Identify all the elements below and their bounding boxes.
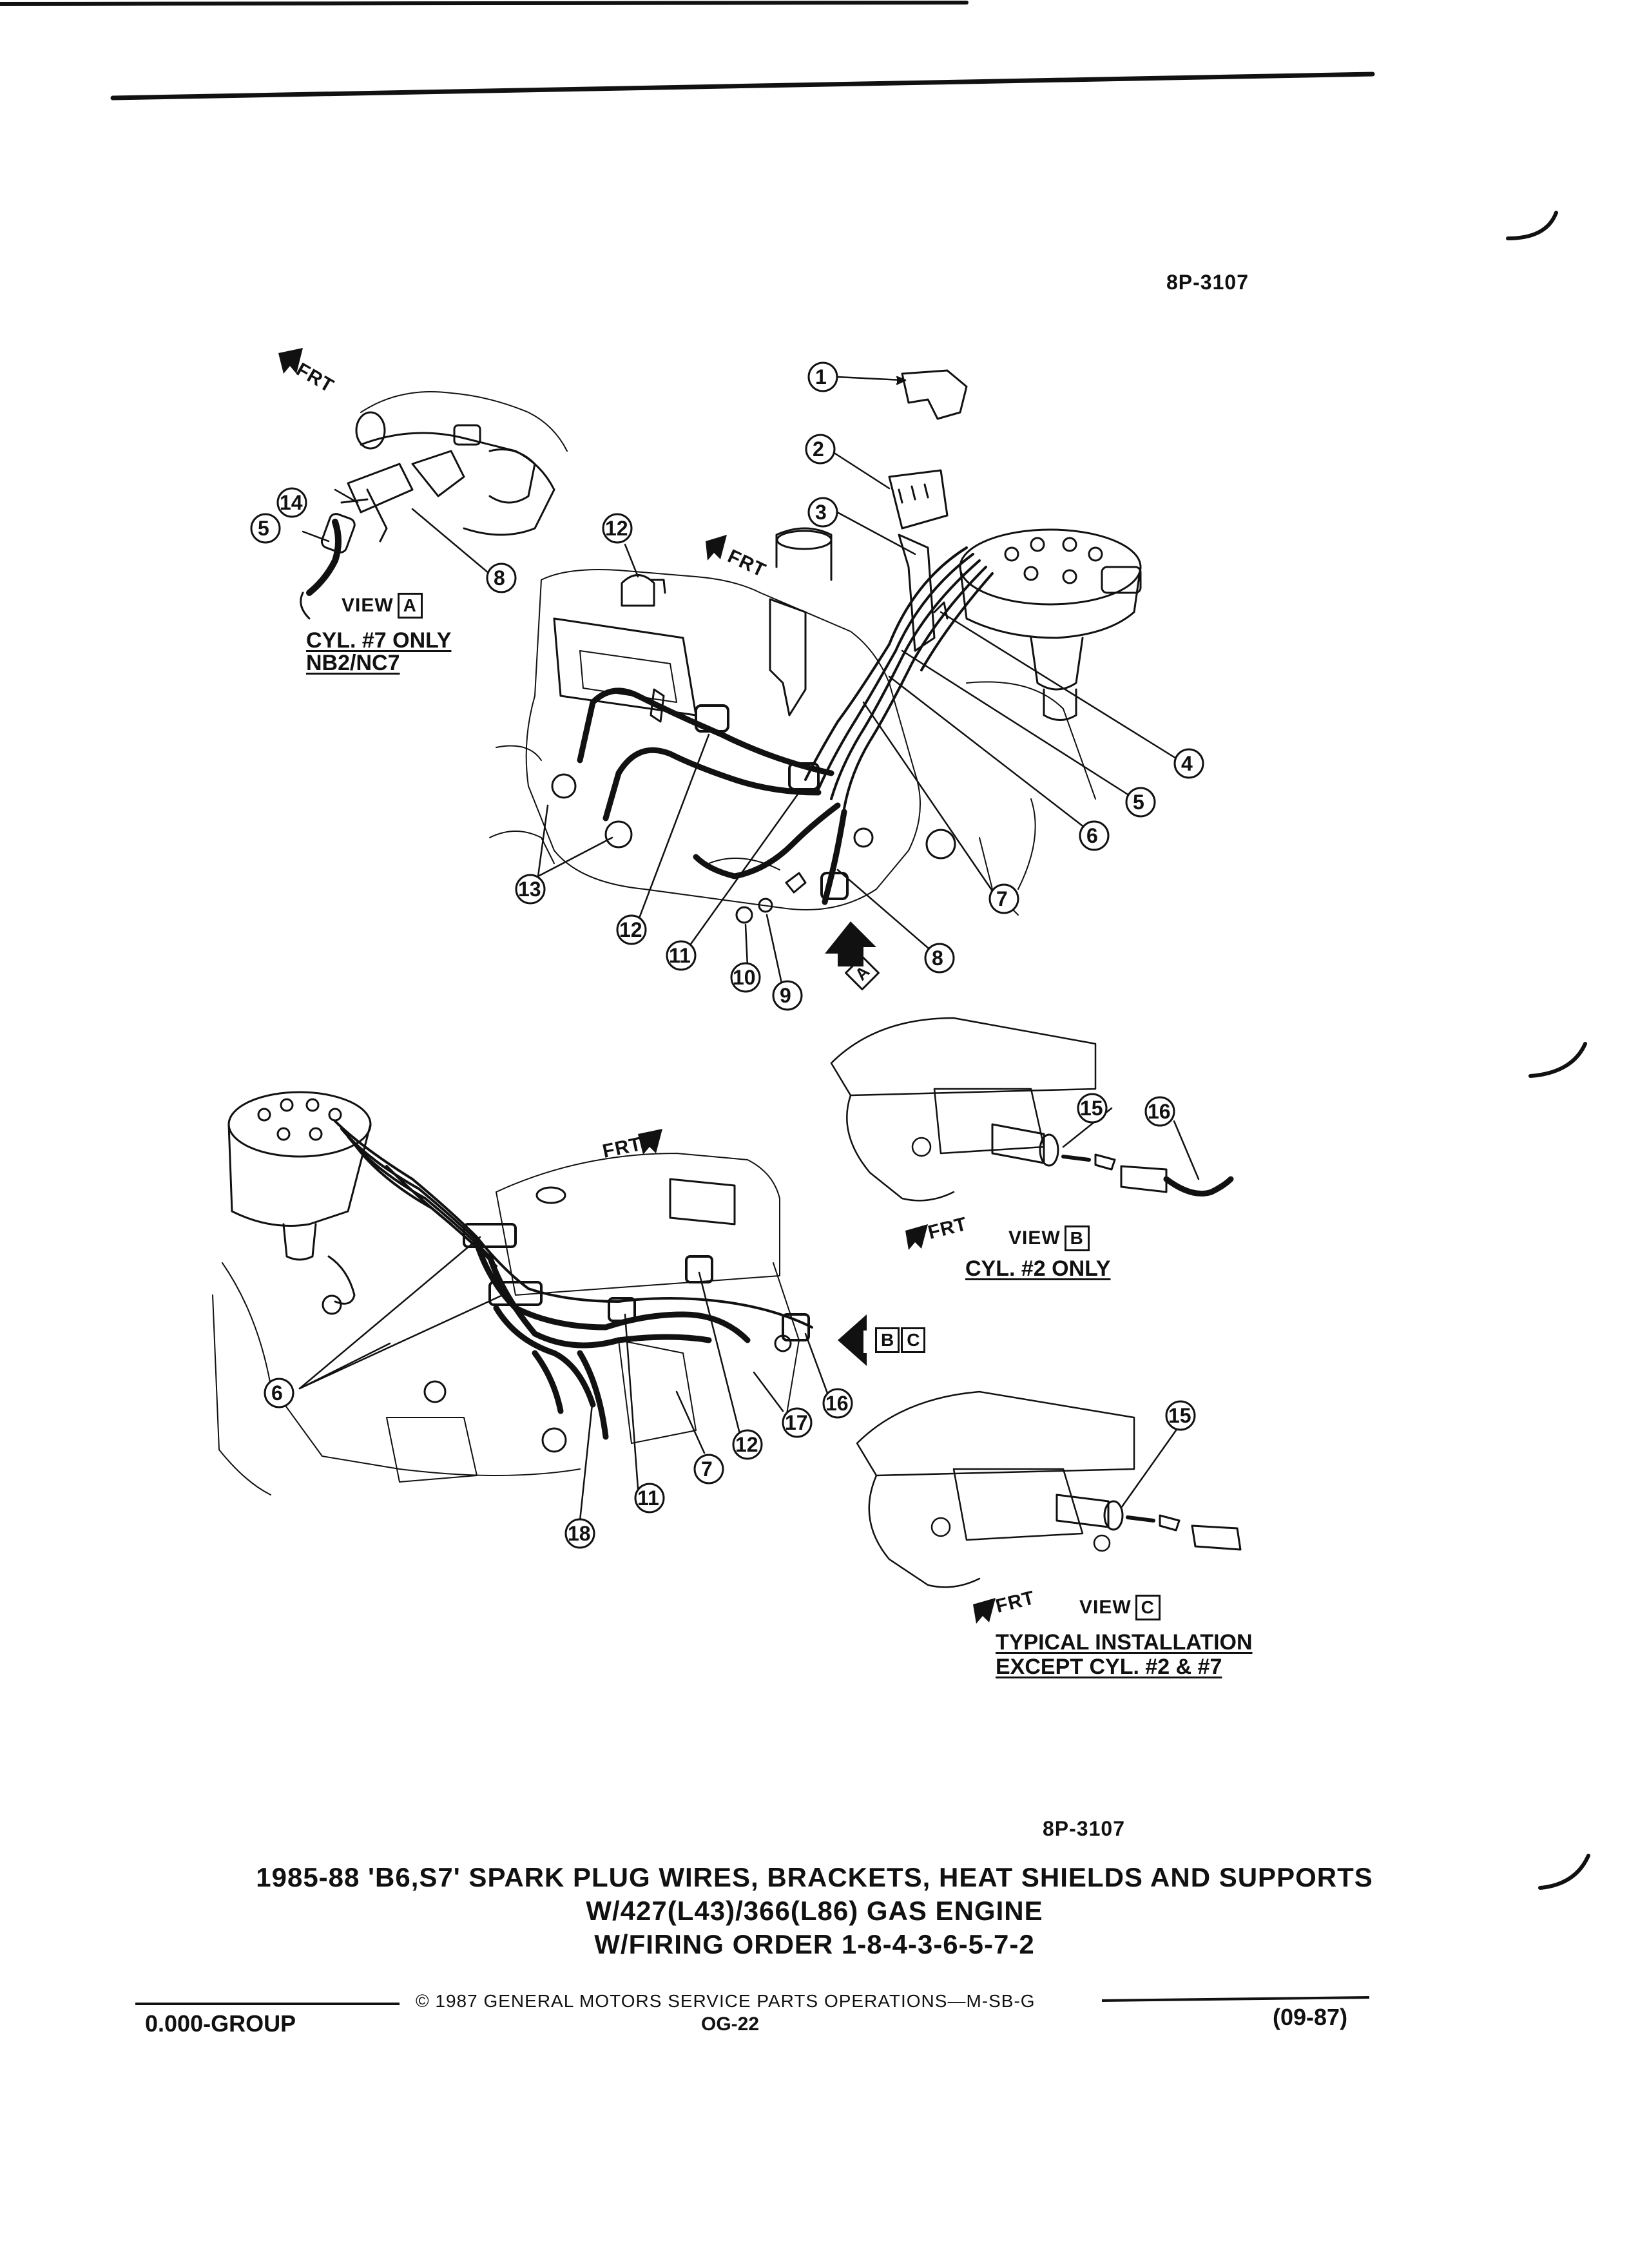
frt-arrow-view-c [973, 1598, 996, 1624]
callout-8-view-a: 8 [494, 566, 505, 590]
callout-13: 13 [518, 878, 541, 901]
top-edge-rule [0, 1, 969, 6]
bracket-1-shape [901, 369, 968, 420]
footer-page-code: OG-22 [701, 2013, 760, 2035]
callout-1: 1 [815, 365, 827, 389]
view-b-word: VIEW [1008, 1227, 1061, 1249]
callout-17: 17 [785, 1411, 808, 1434]
figure-ref-bottom: 8P-3107 [1043, 1817, 1125, 1840]
binding-mark [1506, 211, 1558, 240]
callout-4: 4 [1181, 752, 1193, 775]
view-a-caption-1: CYL. #7 ONLY [306, 628, 452, 653]
bracket-12-shape [621, 574, 655, 607]
callout-12: 12 [619, 918, 642, 941]
view-a-letter: A [397, 593, 423, 619]
callout-12-top: 12 [605, 517, 628, 540]
frt-arrow-view-b [905, 1224, 928, 1250]
callout-7: 7 [996, 887, 1008, 910]
view-b-caption-1: CYL. #2 ONLY [965, 1256, 1111, 1281]
view-a-locator-arrow [825, 921, 876, 966]
view-a-locator-box [845, 956, 880, 990]
callout-15-view-b: 15 [1080, 1097, 1103, 1120]
view-c-letter: C [1135, 1595, 1161, 1620]
upper-leader-lines [302, 376, 1181, 990]
frt-arrow-upper [706, 535, 727, 561]
page-title-line-3: W/FIRING ORDER 1-8-4-3-6-5-7-2 [594, 1929, 1035, 1959]
view-bc-locator-arrow [838, 1314, 867, 1366]
washer-9-shape [758, 898, 773, 913]
callout-3: 3 [815, 501, 827, 524]
callout-16-view-b: 16 [1148, 1100, 1171, 1123]
callout-9: 9 [780, 984, 791, 1007]
locator-tag-c: C [901, 1327, 926, 1353]
nut-10-shape [735, 906, 753, 924]
callout-16-lower: 16 [825, 1392, 849, 1415]
plug-wire-looms-upper [577, 687, 847, 905]
view-c-caption-2: EXCEPT CYL. #2 & #7 [996, 1655, 1222, 1679]
page-title-line-1: 1985-88 'B6,S7' SPARK PLUG WIRES, BRACKE… [256, 1862, 1373, 1892]
footer-copyright: © 1987 GENERAL MOTORS SERVICE PARTS OPER… [416, 1991, 1036, 2011]
locator-tag-b: B [875, 1327, 900, 1353]
bracket-2-shape [888, 469, 949, 530]
figure-ref-top: 8P-3107 [1166, 271, 1249, 294]
callout-12-lower: 12 [735, 1433, 758, 1456]
callout-10: 10 [733, 966, 756, 989]
frt-arrow-view-a [278, 348, 303, 374]
callout-5-view-a: 5 [258, 517, 269, 540]
wire-support-clip [695, 704, 729, 733]
callout-15-view-c: 15 [1168, 1404, 1191, 1427]
frt-arrow-lower [638, 1129, 662, 1155]
footer-group: 0.000-GROUP [145, 2010, 296, 2037]
upper-assembly-illustration [489, 369, 1142, 924]
footer-date: (09-87) [1273, 2004, 1348, 2030]
callout-14: 14 [280, 491, 303, 514]
callout-5: 5 [1133, 791, 1144, 814]
callout-11-lower: 11 [637, 1486, 659, 1510]
callout-circles [250, 361, 1204, 1549]
wire-support-clip [788, 762, 820, 791]
callout-2: 2 [813, 437, 824, 461]
bolt-shape [785, 872, 807, 894]
plug-wire-bundle-upper [804, 546, 994, 810]
view-b-illustration [830, 1017, 1234, 1202]
callout-7-lower: 7 [701, 1457, 713, 1481]
view-a-word: VIEW [342, 595, 394, 616]
view-c-illustration [856, 1390, 1242, 1588]
view-c-word: VIEW [1079, 1597, 1132, 1618]
lower-assembly-illustration [212, 1091, 813, 1495]
callout-18: 18 [568, 1522, 591, 1545]
callout-8: 8 [932, 947, 943, 970]
callout-6: 6 [1086, 824, 1098, 847]
view-a-illustration [300, 391, 568, 620]
wire-support-clip [820, 872, 849, 900]
page-title-line-2: W/427(L43)/366(L86) GAS ENGINE [586, 1896, 1043, 1926]
view-c-caption-1: TYPICAL INSTALLATION [996, 1630, 1253, 1655]
binding-mark [1538, 1854, 1590, 1890]
callout-11: 11 [669, 944, 691, 967]
bracket-3-shape [898, 533, 936, 652]
callout-6-lower: 6 [271, 1381, 283, 1405]
binding-mark [1528, 1042, 1587, 1078]
header-rule [110, 72, 1375, 101]
lower-leader-lines [298, 1236, 829, 1522]
view-a-caption-2: NB2/NC7 [306, 651, 400, 675]
view-b-letter: B [1064, 1225, 1090, 1251]
distributor-upper [959, 528, 1142, 721]
